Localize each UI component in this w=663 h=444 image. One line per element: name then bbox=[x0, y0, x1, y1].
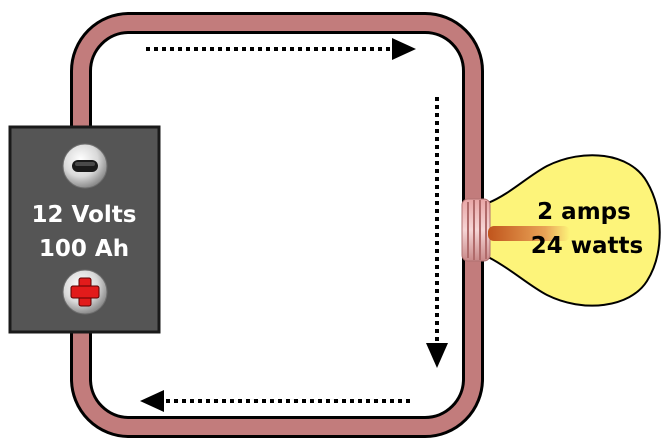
arrow-right-icon bbox=[146, 38, 416, 60]
arrow-down-icon bbox=[426, 97, 448, 368]
battery-voltage-label: 12 Volts bbox=[32, 202, 137, 228]
battery: 12 Volts 100 Ah bbox=[8, 125, 161, 334]
arrow-left-icon bbox=[140, 390, 410, 412]
minus-terminal-icon bbox=[62, 143, 108, 189]
bulb-filament bbox=[488, 226, 570, 241]
light-bulb: 2 amps 24 watts bbox=[461, 154, 661, 307]
plus-terminal-icon bbox=[62, 269, 108, 315]
bulb-current-label: 2 amps bbox=[537, 199, 631, 225]
battery-capacity-label: 100 Ah bbox=[39, 236, 129, 262]
bulb-socket bbox=[461, 198, 491, 262]
bulb-power-label: 24 watts bbox=[531, 233, 643, 259]
bulb-glass bbox=[487, 154, 661, 307]
current-flow-arrows bbox=[140, 38, 448, 412]
